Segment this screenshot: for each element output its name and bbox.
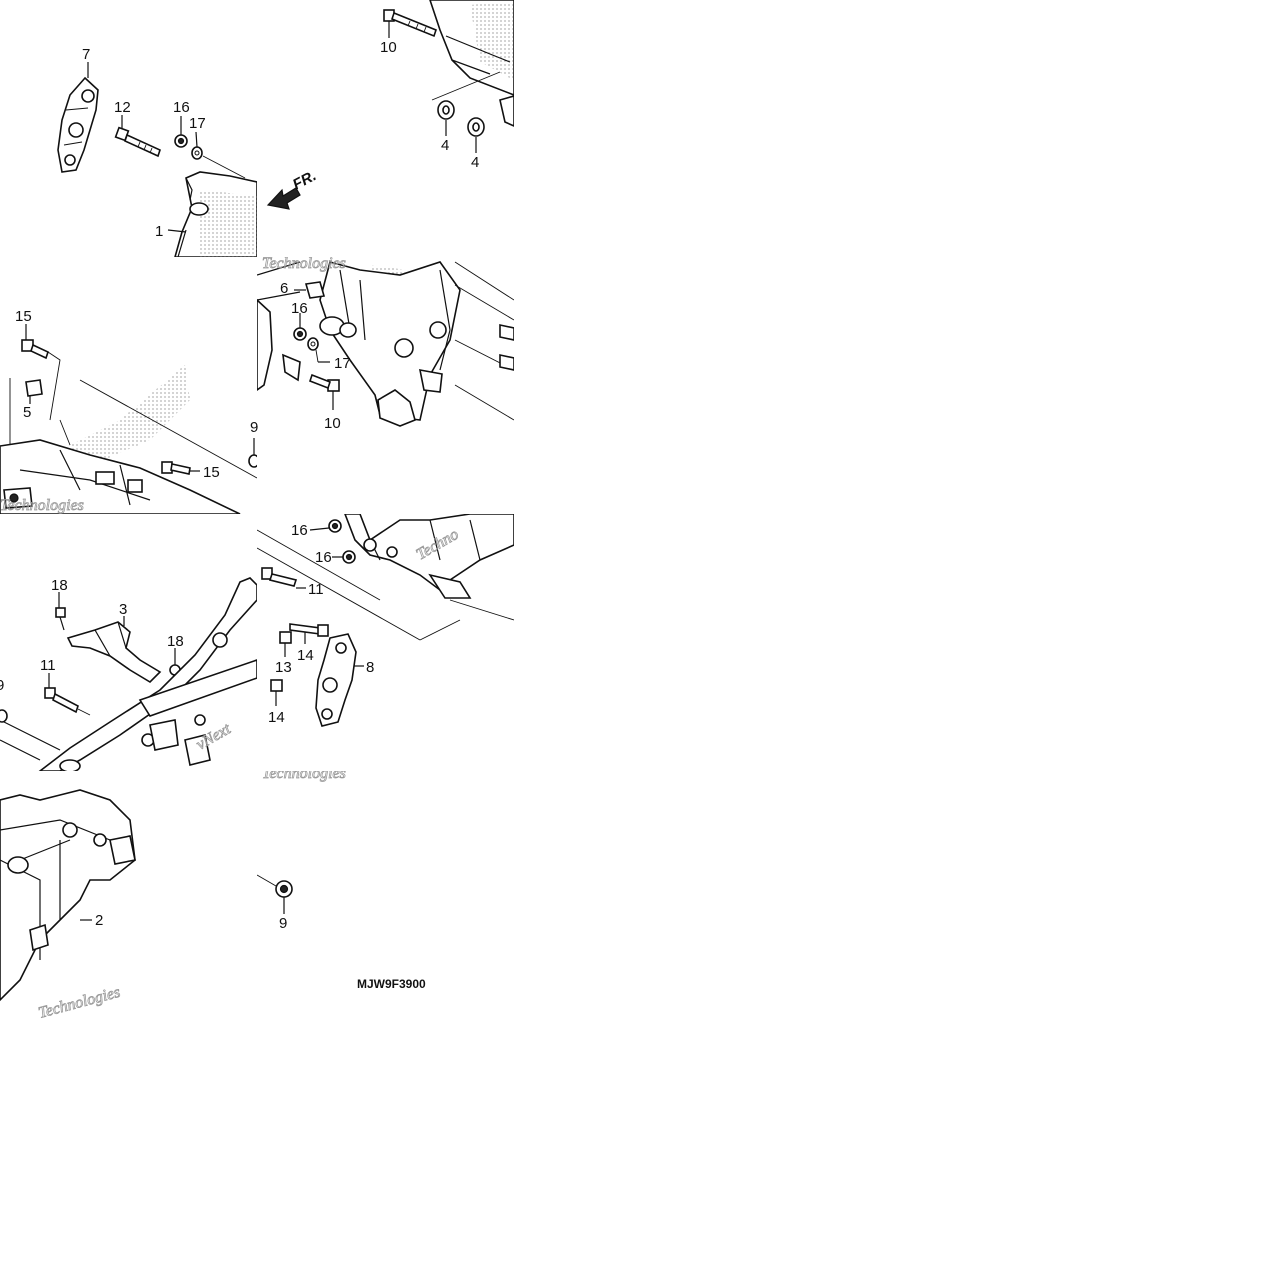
engine-mount-boss	[319, 316, 357, 338]
callout-5: 5	[23, 404, 31, 421]
tile-bottom-middle: Technologies	[257, 765, 346, 914]
callout-16: 16	[315, 549, 332, 566]
nut-9	[257, 874, 293, 914]
callout-9: 9	[250, 419, 258, 436]
callout-11: 11	[308, 581, 324, 598]
tile-upper-middle	[383, 0, 514, 153]
collar-6	[294, 281, 326, 299]
flange-bolt-15-lower	[161, 461, 200, 475]
nut-9-edge	[248, 438, 257, 468]
tile-center: Technologies	[257, 255, 514, 427]
tile-upper-left	[57, 62, 257, 257]
flange-bolt-15-upper	[21, 324, 49, 360]
collar-5	[25, 379, 43, 404]
watermark: Technologies	[37, 984, 122, 1022]
flange-bolt-10-center	[309, 373, 340, 410]
watermark: Technologies	[0, 497, 84, 514]
callout-14: 14	[297, 647, 314, 664]
engine-hanger-bracket-8	[315, 633, 364, 727]
nut-16	[174, 116, 188, 148]
callout-10: 10	[324, 415, 341, 432]
washer-17-center	[307, 337, 330, 363]
callout-13: 13	[275, 659, 292, 676]
nut-16-lower-b	[332, 550, 356, 564]
flange-bolt-13	[279, 631, 292, 657]
frame-center-section	[319, 261, 461, 427]
tile-bottom-left: Technologies	[0, 789, 136, 1022]
flange-bolt-11-middle	[261, 567, 306, 589]
callout-14: 14	[268, 709, 285, 726]
bracket-3	[66, 616, 162, 684]
engine-hanger-bracket-7	[57, 62, 99, 173]
frame-down-tube	[0, 439, 241, 514]
flange-bolt-10-upper	[383, 9, 437, 38]
callout-10: 10	[380, 39, 397, 56]
tile-lower-left: vNext	[0, 577, 257, 771]
callout-15: 15	[203, 464, 220, 481]
callout-2: 2	[95, 912, 103, 929]
callout-11: 11	[40, 657, 56, 674]
flange-bolt-12	[114, 115, 161, 158]
front-direction-arrow: FR.	[266, 167, 319, 210]
callout-17: 17	[334, 355, 351, 372]
washer-17	[191, 131, 203, 160]
callout-18: 18	[167, 633, 184, 650]
flange-bolt-14-lower	[270, 679, 283, 706]
main-frame-1	[167, 171, 257, 257]
collar-4-right	[467, 117, 485, 153]
rear-frame-rails	[0, 577, 257, 771]
tile-middle-left: Technologies	[0, 324, 257, 514]
callout-18: 18	[51, 577, 68, 594]
collar-4-left	[437, 100, 455, 136]
callout-12: 12	[114, 99, 131, 116]
callout-1: 1	[155, 223, 163, 240]
callout-9: 9	[279, 915, 287, 932]
callout-3: 3	[119, 601, 127, 618]
diagram-code: MJW9F3900	[357, 977, 426, 991]
callout-17: 17	[189, 115, 206, 132]
callout-4: 4	[441, 137, 449, 154]
callout-6: 6	[280, 280, 288, 297]
bolt-18-upper	[55, 592, 66, 631]
flange-bolt-14-upper	[289, 623, 329, 644]
callout-15: 15	[15, 308, 32, 325]
callout-16: 16	[291, 522, 308, 539]
tile-lower-middle: Techno	[257, 514, 514, 727]
rear-frame-2	[0, 789, 136, 1002]
callout-4: 4	[471, 154, 479, 171]
frame-rear-section	[429, 0, 514, 127]
nut-9-lower-left	[0, 709, 8, 723]
watermark: Technologies	[262, 255, 346, 272]
callout-16: 16	[173, 99, 190, 116]
nut-16-lower-a	[309, 519, 342, 533]
callout-16: 16	[291, 300, 308, 317]
rear-frame-upper	[344, 514, 514, 599]
callout-9: 9	[0, 677, 4, 694]
callout-7: 7	[82, 46, 90, 63]
watermark: Technologies	[262, 765, 346, 782]
callout-8: 8	[366, 659, 374, 676]
flange-bolt-11-lower	[44, 673, 91, 716]
nut-16-center	[293, 313, 307, 341]
